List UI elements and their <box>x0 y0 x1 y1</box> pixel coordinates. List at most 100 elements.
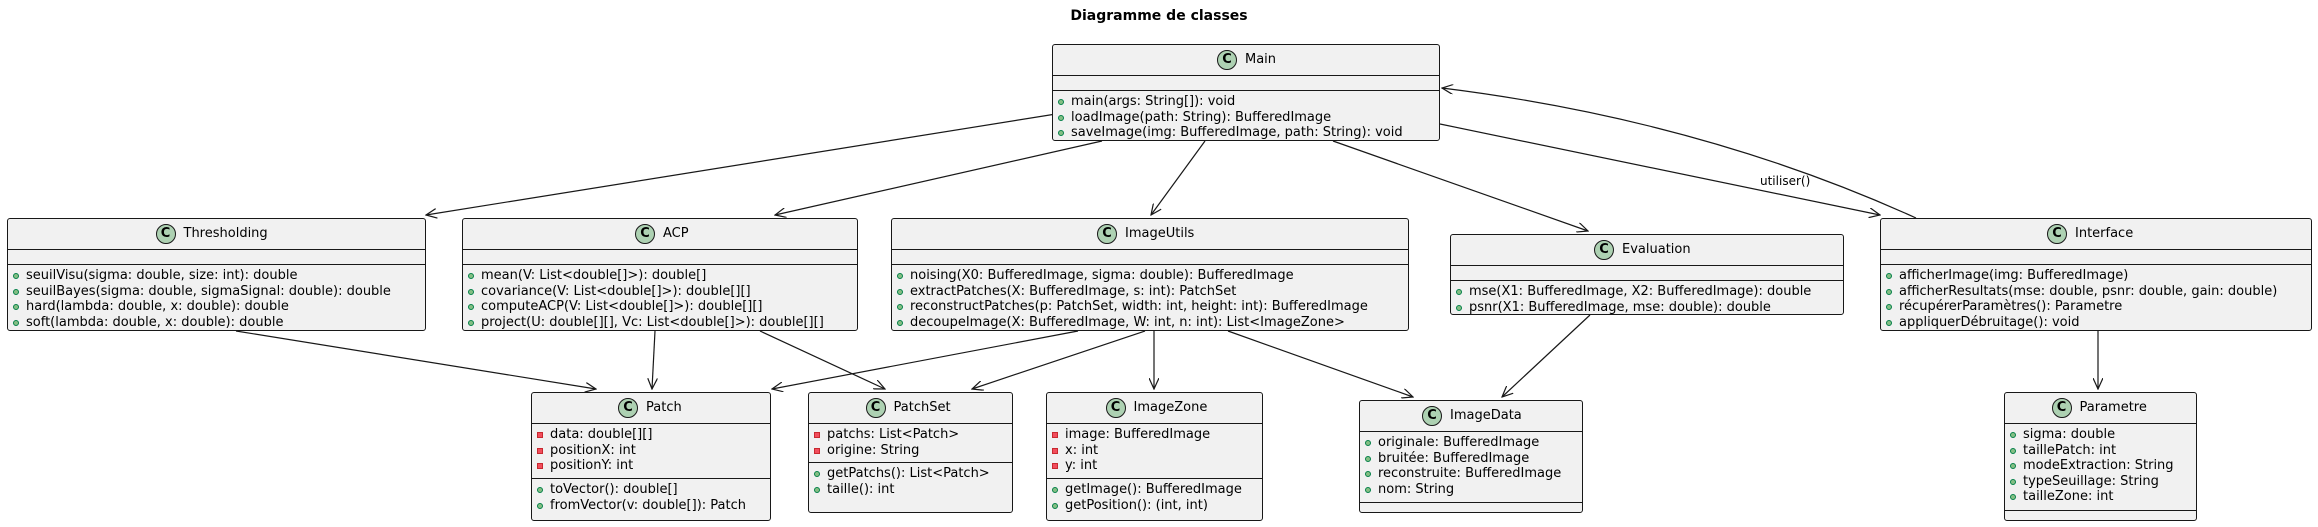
class-badge-icon: C <box>1594 240 1614 260</box>
public-visibility-icon <box>537 502 543 509</box>
member-text: seuilVisu(sigma: double, size: int): dou… <box>26 268 298 283</box>
class-badge-icon: C <box>618 398 638 418</box>
class-badge-icon: C <box>2047 224 2067 244</box>
fields-section <box>463 250 857 265</box>
member-text: hard(lambda: double, x: double): double <box>26 299 289 314</box>
relation-arrow <box>1439 123 1880 215</box>
member-text: bruitée: BufferedImage <box>1378 450 1530 466</box>
public-member: originale: BufferedImage <box>1360 435 1582 451</box>
public-member: typeSeuillage: String <box>2005 474 2196 490</box>
class-name: ImageData <box>1450 408 1522 423</box>
relation-arrow <box>1151 140 1206 215</box>
public-visibility-icon <box>13 319 19 326</box>
member-text: covariance(V: List<double[]>): double[][… <box>481 283 751 299</box>
public-member: computeACP(V: List<double[]>): double[][… <box>463 299 857 315</box>
public-member: loadImage(path: String): BufferedImage <box>1053 110 1439 126</box>
member-text: récupérerParamètres(): Parametre <box>1899 299 2123 314</box>
class-name: Thresholding <box>183 226 268 241</box>
class-name: ImageZone <box>1133 400 1208 415</box>
fields-section: patchs: List<Patch>origine: String <box>809 424 1012 463</box>
member-text: sigma: double <box>2023 427 2116 442</box>
public-visibility-icon <box>468 304 474 310</box>
public-member: project(U: double[][], Vc: List<double[]… <box>463 315 857 331</box>
class-badge-icon: C <box>1105 398 1126 418</box>
public-visibility-icon <box>468 288 474 295</box>
public-visibility-icon <box>2010 432 2016 438</box>
public-visibility-icon <box>537 487 543 493</box>
public-visibility-icon <box>814 486 820 493</box>
class-badge-icon: C <box>1217 50 1237 70</box>
class-header: C ACP <box>463 219 857 250</box>
public-member: appliquerDébruitage(): void <box>1881 315 2311 331</box>
private-member: origine: String <box>809 443 1012 459</box>
class-name: ImageUtils <box>1125 226 1195 241</box>
class-badge-icon: C <box>865 398 886 418</box>
private-member: positionX: int <box>532 443 770 459</box>
public-member: noising(X0: BufferedImage, sigma: double… <box>892 268 1408 284</box>
methods-section: afficherImage(img: BufferedImage)affiche… <box>1881 265 2311 333</box>
methods-section: seuilVisu(sigma: double, size: int): dou… <box>8 265 425 333</box>
public-visibility-icon <box>1365 486 1371 493</box>
methods-section: mse(X1: BufferedImage, X2: BufferedImage… <box>1451 281 1843 318</box>
public-member: récupérerParamètres(): Parametre <box>1881 299 2311 315</box>
methods-section: getPatchs(): List<Patch>taille(): int <box>809 463 1012 500</box>
diagram-title: Diagramme de classes <box>1070 8 1248 24</box>
private-visibility-icon <box>537 447 543 454</box>
private-visibility-icon <box>1052 447 1058 454</box>
member-text: project(U: double[][], Vc: List<double[]… <box>481 314 824 330</box>
public-member: mse(X1: BufferedImage, X2: BufferedImage… <box>1451 284 1843 300</box>
private-visibility-icon <box>537 432 543 438</box>
public-member: soft(lambda: double, x: double): double <box>8 315 425 331</box>
member-text: extractPatches(X: BufferedImage, s: int)… <box>910 283 1237 299</box>
member-text: noising(X0: BufferedImage, sigma: double… <box>910 268 1294 283</box>
member-text: reconstruite: BufferedImage <box>1378 466 1562 481</box>
private-member: positionY: int <box>532 458 770 474</box>
public-member: psnr(X1: BufferedImage, mse: double): do… <box>1451 300 1843 316</box>
public-visibility-icon <box>468 319 474 326</box>
fields-section <box>1881 250 2311 265</box>
member-text: appliquerDébruitage(): void <box>1899 314 2080 330</box>
public-member: bruitée: BufferedImage <box>1360 451 1582 467</box>
relation-arrow <box>1502 314 1591 397</box>
class-evaluation: C Evaluation mse(X1: BufferedImage, X2: Bu… <box>1450 234 1844 315</box>
methods-section <box>1360 503 1582 517</box>
class-badge-icon: C <box>635 224 655 244</box>
public-member: modeExtraction: String <box>2005 458 2196 474</box>
member-text: image: BufferedImage <box>1065 427 1211 442</box>
member-text: reconstructPatches(p: PatchSet, width: i… <box>910 299 1368 314</box>
public-member: tailleZone: int <box>2005 489 2196 505</box>
private-visibility-icon <box>537 463 543 469</box>
class-name: Main <box>1245 52 1277 67</box>
public-member: getPosition(): (int, int) <box>1047 498 1262 514</box>
public-visibility-icon <box>1052 487 1058 493</box>
member-text: fromVector(v: double[]): Patch <box>550 497 746 513</box>
public-visibility-icon <box>1456 289 1462 295</box>
public-member: seuilBayes(sigma: double, sigmaSignal: d… <box>8 284 425 300</box>
public-visibility-icon <box>1456 304 1462 311</box>
member-text: getPosition(): (int, int) <box>1065 497 1208 513</box>
public-member: decoupeImage(X: BufferedImage, W: int, n… <box>892 315 1408 331</box>
relation-arrow <box>772 330 1079 389</box>
class-badge-icon: C <box>2051 398 2072 418</box>
public-visibility-icon <box>1886 304 1892 310</box>
member-text: originale: BufferedImage <box>1378 435 1540 450</box>
relation-arrow <box>235 330 596 389</box>
member-text: getPatchs(): List<Patch> <box>827 466 990 481</box>
class-name: ACP <box>663 226 689 241</box>
class-header: C ImageZone <box>1047 393 1262 424</box>
member-text: tailleZone: int <box>2023 489 2114 504</box>
public-visibility-icon <box>1886 319 1892 326</box>
public-member: seuilVisu(sigma: double, size: int): dou… <box>8 268 425 284</box>
class-name: Evaluation <box>1622 242 1691 257</box>
private-visibility-icon <box>1052 463 1058 469</box>
